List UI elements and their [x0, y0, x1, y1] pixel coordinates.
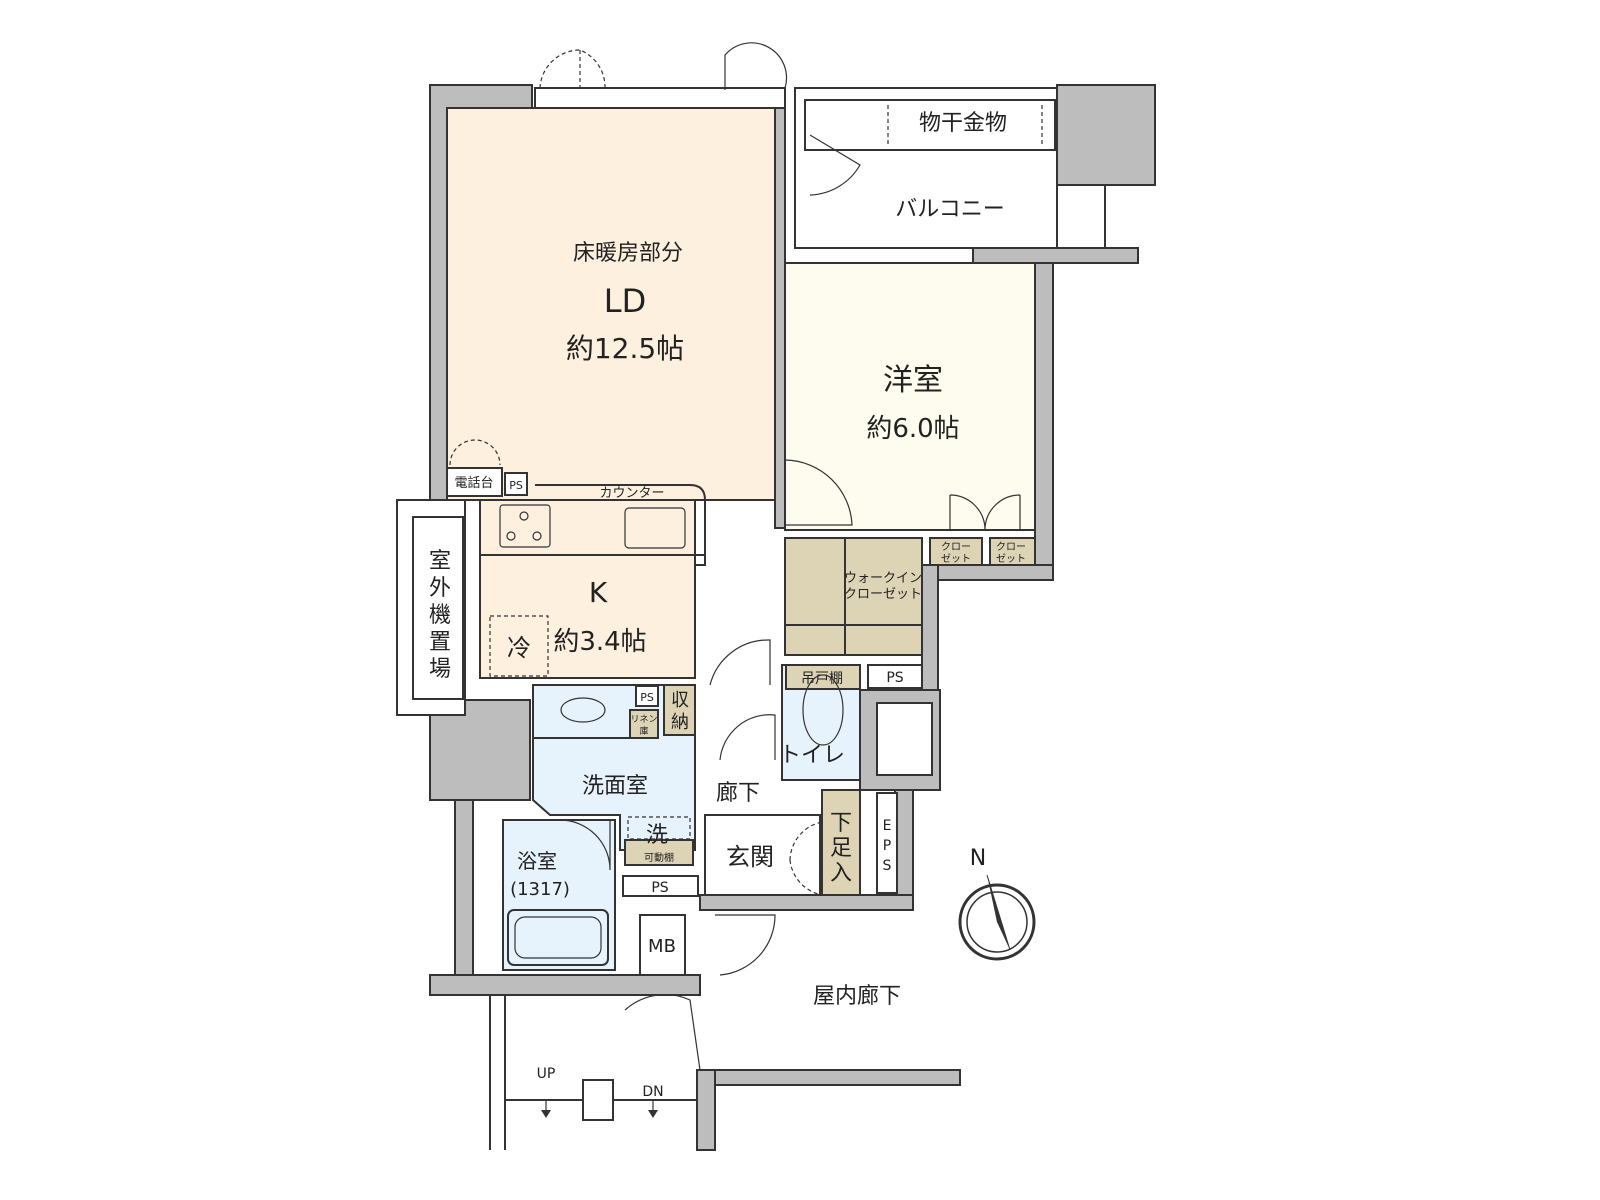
sink-icon — [624, 507, 686, 549]
bath-label: 浴室 — [517, 849, 557, 873]
kitchen — [479, 499, 696, 679]
bathroom — [502, 819, 616, 971]
mb-label: MB — [648, 936, 676, 957]
closet-label: ゼット — [941, 553, 971, 565]
western-room-size: 約6.0帖 — [866, 414, 959, 444]
kitchen-size: 約3.4帖 — [553, 627, 646, 657]
closet-a — [929, 537, 983, 566]
eps-label: P — [883, 838, 891, 854]
front-door-swing — [715, 914, 776, 976]
north-label: N — [970, 846, 986, 871]
entrance-label: 玄関 — [726, 843, 774, 871]
western-room-name: 洋室 — [883, 363, 943, 398]
balcony: 物干金物 バルコニー — [794, 87, 1106, 249]
meter-box — [639, 914, 686, 976]
washer-label: 洗 — [646, 823, 668, 848]
eps — [876, 792, 898, 894]
door-swing — [724, 42, 788, 90]
toilet-icon — [802, 674, 844, 746]
shoe-cabinet — [821, 789, 861, 896]
shoe-cabinet-label: 足 — [830, 836, 852, 861]
balcony-label: バルコニー — [895, 197, 1005, 222]
wic-label: ウォークイン — [844, 571, 922, 586]
closet-label: クロー — [941, 541, 971, 553]
closet-b — [989, 537, 1036, 566]
entrance — [704, 814, 821, 896]
wic-label: クローゼット — [844, 587, 922, 602]
outdoor-unit-label: 場 — [429, 657, 451, 682]
storage-label: 収 — [671, 690, 689, 711]
eps-label: E — [883, 818, 892, 834]
shoe-cabinet-label: 入 — [830, 861, 852, 886]
indoor-corridor-label: 屋内廊下 — [813, 984, 901, 1009]
shoe-cabinet-label: 下 — [830, 811, 852, 836]
stove-icon — [499, 504, 551, 548]
bathtub-icon — [507, 909, 609, 966]
phone-stand-label: 電話台 — [454, 475, 493, 491]
window — [534, 87, 786, 109]
kitchen-name: K — [589, 576, 608, 609]
linen-label: リネン — [630, 714, 657, 725]
hanging-cabinet-label: 吊戸棚 — [801, 671, 843, 687]
outdoor-unit-label: 外 — [429, 576, 451, 601]
basin-icon — [560, 697, 606, 723]
compass-icon: N — [958, 846, 1036, 961]
toilet-label: トイレ — [779, 743, 845, 768]
outdoor-unit-label: 機 — [429, 603, 451, 628]
living-dining-room — [446, 107, 776, 501]
washroom-label: 洗面室 — [582, 774, 648, 799]
ps-label: PS — [886, 670, 903, 686]
ps-label: PS — [640, 691, 654, 704]
bath-size: (1317) — [510, 879, 570, 900]
ps-label: PS — [509, 479, 523, 492]
counter-label: カウンター — [599, 486, 664, 501]
door-swing — [784, 459, 853, 526]
movable-shelf-label: 可動棚 — [644, 851, 674, 864]
ld-name: LD — [604, 282, 646, 320]
eps-label: S — [883, 858, 892, 874]
walk-in-closet — [784, 537, 923, 656]
ps-label: PS — [651, 880, 668, 896]
outdoor-unit-label: 室 — [429, 549, 451, 574]
hallway-label: 廊下 — [716, 781, 760, 806]
closet-label: クロー — [996, 541, 1026, 553]
drying-rack — [804, 99, 1056, 151]
fridge-label: 冷 — [507, 634, 531, 662]
dn-label: DN — [642, 1084, 663, 1100]
linen-label: 庫 — [639, 725, 648, 737]
floor-heating-label: 床暖房部分 — [573, 241, 683, 266]
outdoor-unit-label: 置 — [429, 630, 451, 655]
fridge-space — [489, 615, 549, 677]
up-label: UP — [537, 1066, 556, 1082]
western-room — [784, 262, 1036, 531]
closet-label: ゼット — [996, 553, 1026, 565]
ld-size: 約12.5帖 — [566, 332, 684, 365]
drying-rack-label: 物干金物 — [919, 111, 1007, 136]
storage-label: 納 — [671, 712, 689, 733]
